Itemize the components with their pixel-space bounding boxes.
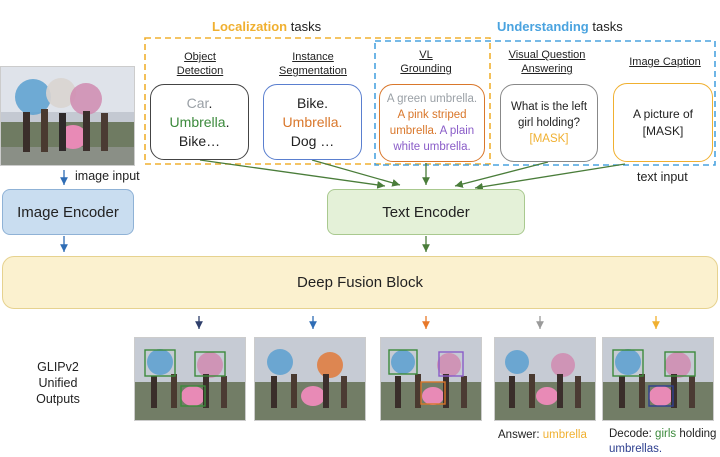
vqa-mask: [MASK]	[529, 133, 569, 145]
od-line3: Bike…	[178, 132, 221, 149]
object-detection-title: Object Detection	[176, 51, 224, 77]
arrow-is-to-text	[311, 159, 401, 187]
decode-prefix: Decode:	[609, 428, 652, 440]
localization-group	[144, 37, 491, 165]
vl-part3: A plain white umbrella.	[393, 125, 475, 153]
answer-word: umbrella	[542, 429, 587, 441]
is-line2: Umbrella.	[282, 113, 343, 130]
vl-part1: A green umbrella.	[386, 93, 478, 105]
instance-segmentation-title: Instance Segmentation	[279, 51, 347, 77]
image-caption-title: Image Caption	[629, 56, 701, 68]
decode-caption: Decode: girls holding umbrellas.	[609, 427, 717, 457]
vqa-question: What is the left girl holding?	[510, 101, 588, 129]
instance-segmentation-box: Bike. Umbrella. Dog …	[263, 84, 362, 160]
localization-tasks-suffix: tasks	[290, 19, 322, 34]
output-image-grounding	[380, 337, 482, 421]
understanding-header: Understanding tasks	[497, 19, 623, 34]
output-image-vqa	[494, 337, 596, 421]
answer-caption: Answer: umbrella	[498, 429, 587, 441]
decode-word2: holding	[679, 428, 717, 440]
understanding-word: Understanding	[497, 19, 589, 34]
image-encoder: Image Encoder	[2, 189, 134, 235]
is-line1: Bike.	[296, 94, 329, 111]
deep-fusion-block: Deep Fusion Block	[2, 256, 718, 309]
image-input-label: image input	[75, 169, 140, 183]
vqa-box: What is the left girl holding? [MASK]	[500, 84, 598, 162]
decode-word1: girls	[655, 428, 677, 440]
localization-word: Localization	[212, 19, 288, 34]
text-input-label: text input	[637, 170, 688, 184]
vqa-title: Visual Question Answering	[508, 49, 586, 75]
od-line2: Umbrella	[169, 113, 226, 130]
arrow-vqa-to-text	[454, 161, 549, 188]
localization-header: Localization tasks	[212, 19, 321, 34]
caption-text: A picture of [MASK]	[632, 106, 694, 138]
object-detection-box: Car. Umbrella. Bike…	[150, 84, 249, 160]
vl-grounding-title: VL Grounding	[400, 49, 452, 75]
vl-grounding-box: A green umbrella. A pink striped umbrell…	[379, 84, 485, 162]
decode-word3: umbrellas.	[609, 443, 663, 455]
answer-prefix: Answer:	[498, 429, 540, 441]
arrow-cap-to-text	[474, 163, 626, 191]
output-image-segmentation	[254, 337, 366, 421]
understanding-tasks-suffix: tasks	[592, 19, 623, 34]
text-encoder: Text Encoder	[327, 189, 525, 235]
image-caption-box: A picture of [MASK]	[613, 83, 713, 162]
understanding-group	[374, 40, 716, 166]
girls-with-umbrellas-photo	[1, 67, 134, 165]
vl-part2: A pink striped umbrella.	[389, 109, 467, 137]
is-line3: Dog …	[290, 132, 335, 149]
od-line1: Car	[186, 94, 209, 111]
output-image-caption	[602, 337, 714, 421]
arrow-od-to-text	[199, 159, 386, 189]
output-image-detection	[134, 337, 246, 421]
unified-outputs-label: GLIPv2 Unified Outputs	[36, 360, 80, 406]
input-image	[0, 66, 135, 166]
